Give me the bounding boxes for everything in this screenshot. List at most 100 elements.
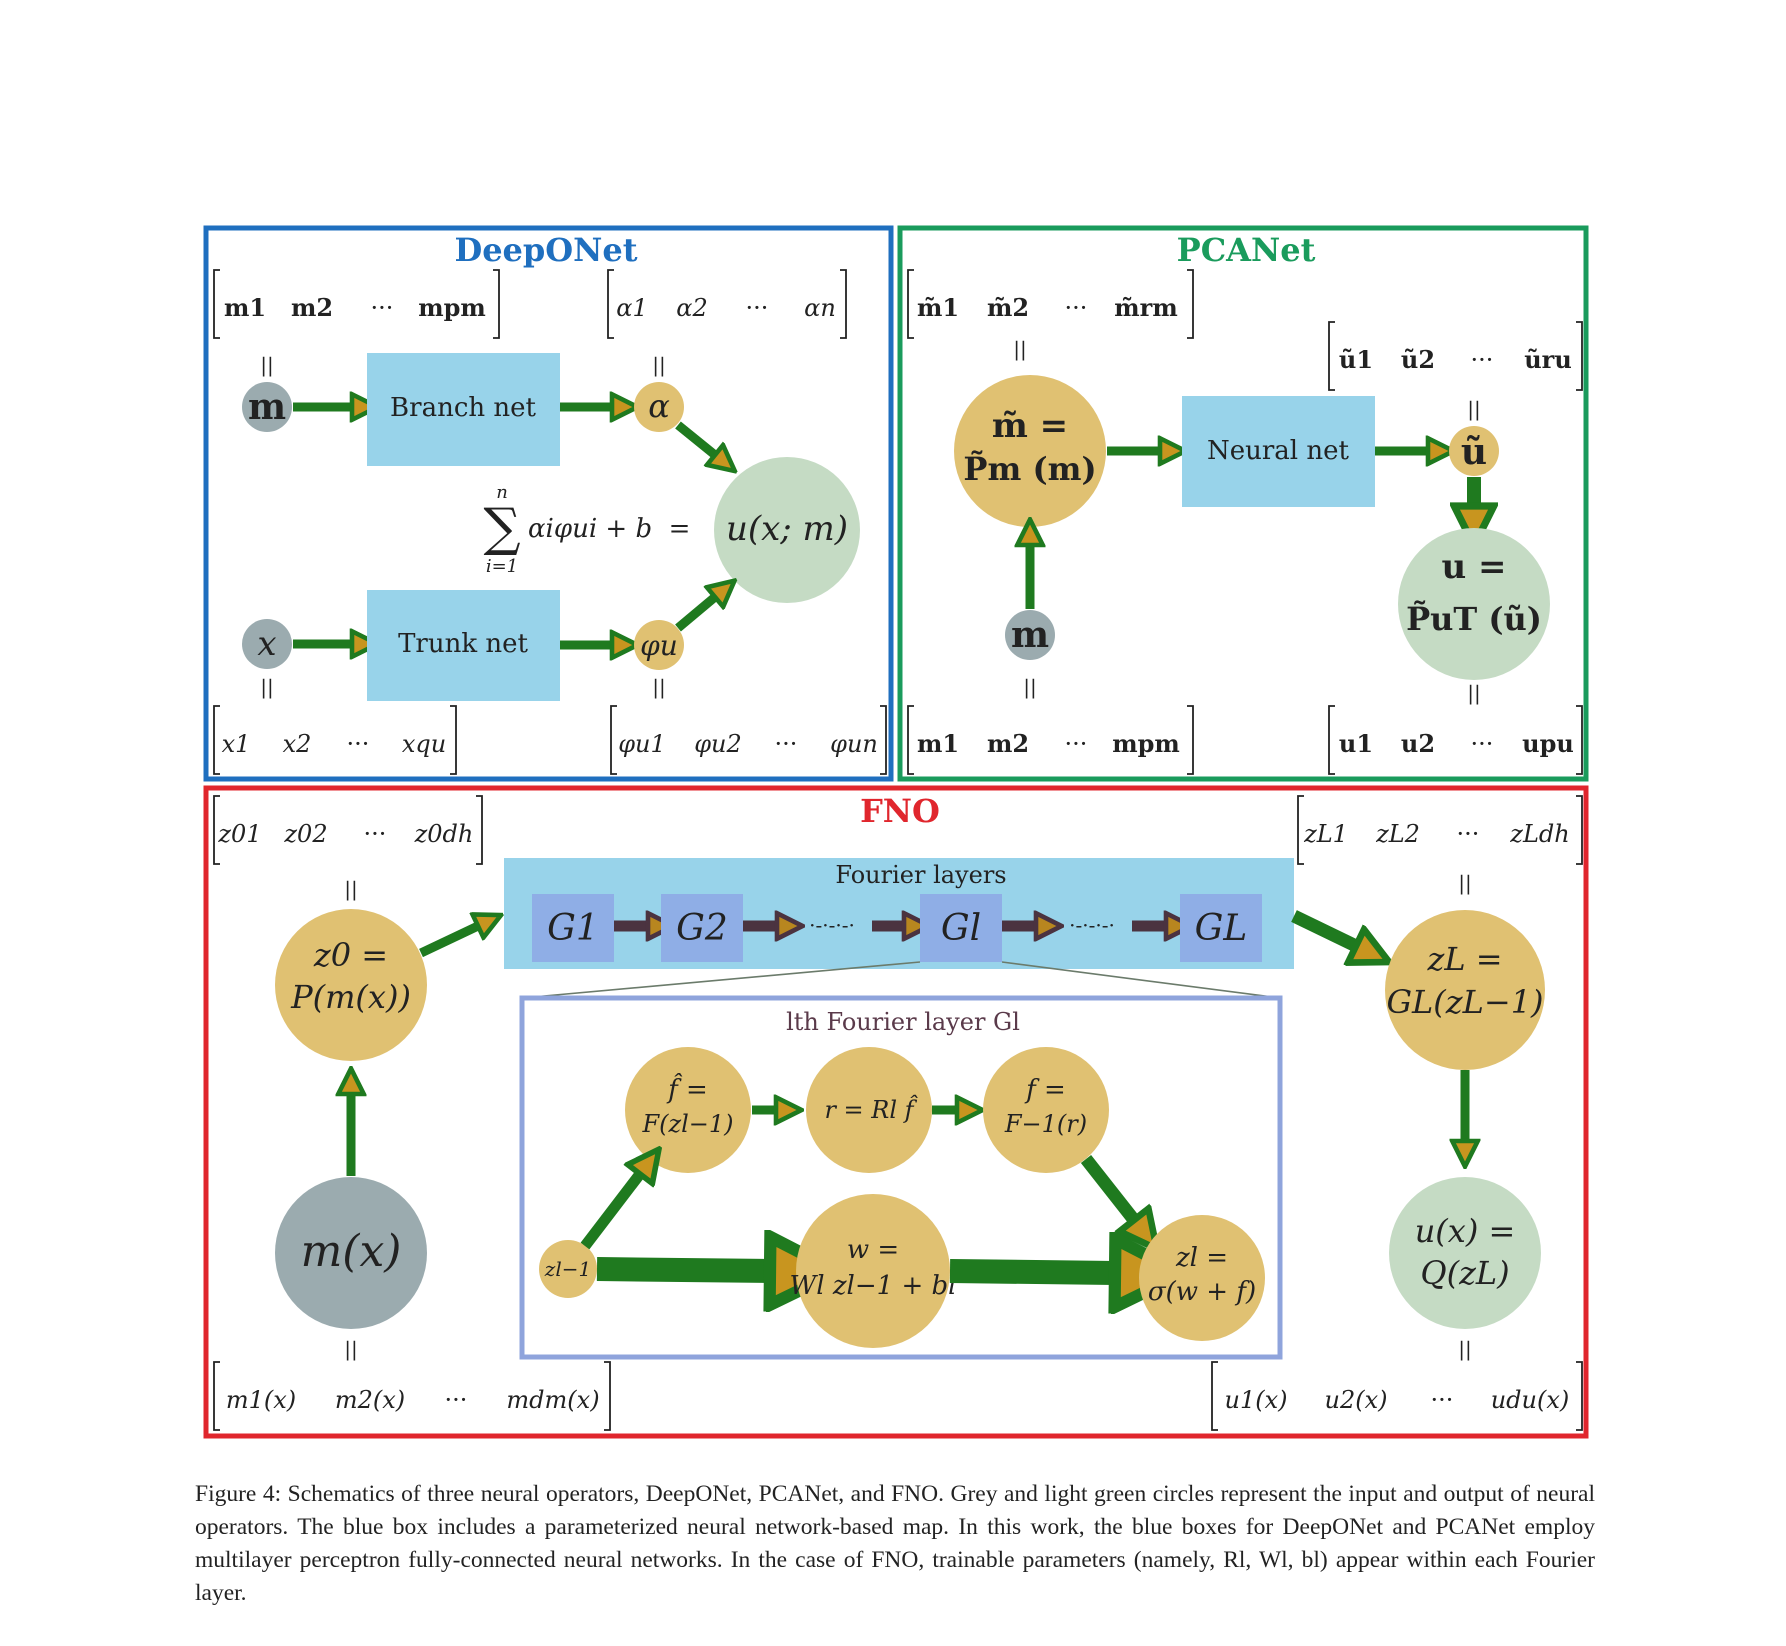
layer-gL-label: GL <box>1195 908 1248 949</box>
vector-entry: αn <box>804 294 836 322</box>
arrow <box>580 1174 640 1250</box>
pcanet-encoder-line1: m̃ = <box>992 406 1068 446</box>
f-line2: F−1(r) <box>1004 1110 1087 1138</box>
arrow <box>1080 1154 1134 1220</box>
f-hat-line2: F(zl−1) <box>641 1110 733 1138</box>
vector-entry: z01 <box>217 820 261 848</box>
equals-sign: || <box>1467 681 1480 706</box>
pcanet-frame <box>897 225 1589 782</box>
sum-expression: αiφui + b = <box>528 514 690 544</box>
vector-entry: ··· <box>371 294 394 322</box>
dash-dot-separator: ·-·-·-· <box>1069 913 1115 937</box>
fourier-layer-detail-title: lth Fourier layer Gl <box>786 1008 1020 1036</box>
vector-entry: m̃2 <box>987 293 1029 322</box>
fno-input-label: m(x) <box>301 1226 402 1277</box>
vector-entry: ũru <box>1524 345 1572 374</box>
zl-node <box>1139 1215 1265 1341</box>
zl-line2: σ(w + f) <box>1148 1277 1256 1307</box>
fno-z0-vector: z01 z02 ··· z0dh <box>213 795 483 865</box>
f-hat-node <box>625 1047 751 1173</box>
pcanet-m-tilde-vector: m̃1 m̃2 ··· m̃rm <box>907 269 1194 339</box>
equals-sign: || <box>344 877 357 902</box>
vector-entry: φu2 <box>694 730 742 758</box>
zl-minus-node <box>539 1240 597 1298</box>
layer-gl-box <box>920 894 1002 962</box>
vector-entry: zLdh <box>1509 820 1569 848</box>
equals-sign: || <box>652 353 665 378</box>
zl-line1: zl = <box>1175 1243 1228 1273</box>
dash-dot-separator: ·-·-·-· <box>809 913 855 937</box>
vector-entry: u2(x) <box>1325 1386 1388 1414</box>
vector-entry: m1 <box>224 293 266 322</box>
zL-node <box>1385 910 1545 1070</box>
pcanet-m-vector: m1 m2 ··· mpm <box>907 705 1194 775</box>
deeponet-input-m-node <box>242 382 292 432</box>
vector-entry: ··· <box>1065 730 1088 758</box>
vector-entry: ··· <box>364 820 387 848</box>
vector-entry: ··· <box>1471 730 1494 758</box>
vector-entry: zL1 <box>1303 820 1348 848</box>
vector-entry: ũ2 <box>1401 345 1435 374</box>
pcanet-input-m-node <box>1005 610 1055 660</box>
neural-net-label: Neural net <box>1207 436 1350 466</box>
vector-entry: udu(x) <box>1491 1386 1570 1414</box>
pcanet-title: PCANet <box>1177 231 1316 269</box>
vector-entry: mdm(x) <box>506 1386 599 1414</box>
fourier-layers-box <box>504 858 1294 969</box>
f-line1: f = <box>1024 1075 1066 1105</box>
fno-output-line1: u(x) = <box>1415 1212 1516 1250</box>
u-tilde-label: ũ <box>1461 431 1487 473</box>
w-node <box>796 1194 950 1348</box>
deeponet-input-m-label: m <box>248 386 286 428</box>
deeponet-input-x-label: x <box>257 624 276 664</box>
pcanet-u-vector: u1 u2 ··· upu <box>1328 705 1583 775</box>
arrow <box>949 1271 1115 1273</box>
vector-entry: xqu <box>402 730 446 758</box>
vector-entry: m2(x) <box>335 1386 405 1414</box>
vector-entry: m̃1 <box>917 293 959 322</box>
pcanet-output-line2: P̃uT (ũ) <box>1406 600 1542 638</box>
vector-entry: mpm <box>1112 729 1180 758</box>
pcanet-u-tilde-vector: ũ1 ũ2 ··· ũru <box>1328 321 1583 391</box>
fno-u-vector: u1(x) u2(x) ··· udu(x) <box>1211 1361 1583 1431</box>
deeponet-phi-vector: φu1 φu2 ··· φun <box>610 705 887 775</box>
branch-net-box <box>367 353 560 466</box>
vector-entry: ··· <box>1471 346 1494 374</box>
neural-net-box <box>1182 396 1375 507</box>
layer-g1-box <box>532 894 614 962</box>
zoom-line <box>1001 961 1281 999</box>
vector-entry: ··· <box>775 730 798 758</box>
fno-output-line2: Q(zL) <box>1420 1254 1509 1292</box>
z0-lift-node <box>275 909 427 1061</box>
zL-line1: zL = <box>1426 940 1502 978</box>
layer-g2-label: G2 <box>676 908 728 949</box>
equals-sign: || <box>652 675 665 700</box>
pcanet-output-node <box>1398 528 1550 680</box>
deeponet-output-label: u(x; m) <box>726 509 848 549</box>
fno-zL-vector: zL1 zL2 ··· zLdh <box>1297 795 1583 865</box>
vector-entry: φun <box>830 730 878 758</box>
arrow <box>675 597 715 632</box>
fourier-layer-detail-frame <box>519 995 1283 1360</box>
vector-entry: m2 <box>291 293 333 322</box>
zl-minus-label: zl−1 <box>544 1257 591 1281</box>
deeponet-m-vector: m1 m2 ··· mpm <box>213 269 500 339</box>
deeponet-input-x-node <box>242 619 292 669</box>
zoom-line <box>521 961 921 999</box>
zL-line2: GL(zL−1) <box>1386 983 1543 1021</box>
vector-entry: m̃rm <box>1114 293 1177 322</box>
layer-gL-box <box>1180 894 1262 962</box>
vector-entry: u2 <box>1401 729 1435 758</box>
deeponet-alpha-vector: α1 α2 ··· αn <box>607 269 847 339</box>
alpha-node <box>634 382 684 432</box>
arrow <box>675 421 715 455</box>
fno-output-node <box>1389 1177 1541 1329</box>
vector-entry: u1 <box>1339 729 1373 758</box>
vector-entry: α2 <box>676 294 707 322</box>
arrow <box>596 1269 770 1271</box>
vector-entry: z0dh <box>414 820 474 848</box>
equals-sign: || <box>344 1337 357 1362</box>
vector-entry: ··· <box>1457 820 1480 848</box>
figure-caption: Figure 4: Schematics of three neural ope… <box>195 1481 1595 1606</box>
vector-entry: x2 <box>283 730 312 758</box>
